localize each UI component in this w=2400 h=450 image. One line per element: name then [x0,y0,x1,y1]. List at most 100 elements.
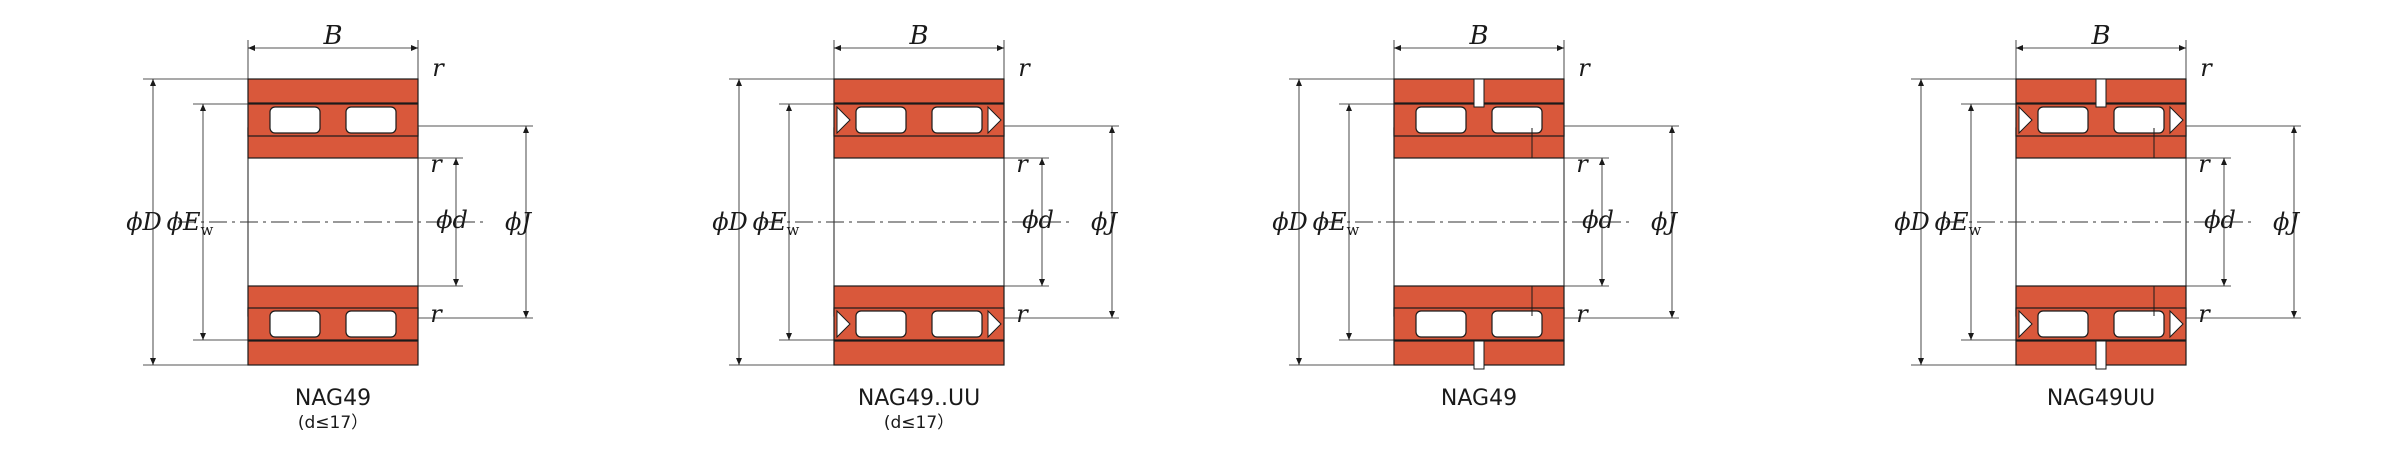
roller-1 [855,310,907,338]
dim-outer-diameter-arrow-top [1918,79,1924,86]
dim-outer-diameter-arrow-bottom [1918,358,1924,365]
dim-roller-diameter-arrow-bottom [786,333,792,340]
roller-diameter-label: ϕEw [753,208,800,239]
dim-bore-diameter-arrow-bottom [1039,279,1045,286]
dim-shoulder-diameter-arrow-bottom [523,311,529,318]
bore-diameter-label: ϕd [1582,206,1614,234]
dim-width-arrow-right [997,45,1004,51]
roller-diameter-label: ϕEw [1313,208,1360,239]
dim-shoulder-diameter-arrow-top [2291,126,2297,133]
dim-bore-diameter-arrow-top [453,158,459,165]
dim-shoulder-diameter-arrow-bottom [1109,311,1115,318]
outer-ring [247,340,419,366]
fillet-label-lower: r [2198,300,2211,328]
dim-bore-diameter-arrow-top [1039,158,1045,165]
dim-shoulder-diameter-arrow-top [1109,126,1115,133]
fillet-label-top: r [1578,54,1591,82]
roller-1 [1415,106,1467,134]
seal-2 [2169,105,2184,135]
fillet-label-inner: r [1576,150,1589,178]
dim-roller-diameter-arrow-top [1968,104,1974,111]
dim-width-arrow-left [1394,45,1401,51]
bore-diameter-label: ϕd [2204,206,2236,234]
dim-outer-diameter-arrow-bottom [1296,358,1302,365]
fillet-label-inner: r [430,150,443,178]
dim-roller-diameter-arrow-bottom [1968,333,1974,340]
seal-1 [2018,105,2033,135]
dim-outer-diameter-arrow-top [1296,79,1302,86]
dim-shoulder-diameter-arrow-top [523,126,529,133]
dim-roller-diameter-arrow-bottom [1346,333,1352,340]
shoulder-diameter-label: ϕJ [2273,208,2300,236]
dim-roller-diameter-arrow-top [786,104,792,111]
roller-1 [269,106,321,134]
outer-ring [833,340,1005,366]
dim-width-arrow-left [834,45,841,51]
dim-outer-diameter-arrow-top [736,79,742,86]
shoulder-diameter-label: ϕJ [1091,208,1118,236]
roller-diameter-label: ϕEw [167,208,214,239]
seal-1 [2018,309,2033,339]
fillet-label-lower: r [1576,300,1589,328]
roller-1 [855,106,907,134]
dim-outer-diameter-arrow-top [150,79,156,86]
dim-outer-diameter-arrow-bottom [736,358,742,365]
shoulder-diameter-label: ϕJ [505,208,532,236]
dim-bore-diameter-arrow-bottom [453,279,459,286]
roller-2 [931,310,983,338]
fillet-label-top: r [1018,54,1031,82]
outer-ring [247,78,419,104]
width-label: B [2090,21,2110,51]
roller-2 [1491,310,1543,338]
outer-ring [833,78,1005,104]
roller-2 [1491,106,1543,134]
dim-roller-diameter-arrow-bottom [200,333,206,340]
dim-roller-diameter-arrow-top [1346,104,1352,111]
outer-diameter-label: ϕD [1894,208,1930,236]
roller-2 [345,310,397,338]
roller-1 [2037,106,2089,134]
split-groove [2095,78,2107,108]
outer-diameter-label: ϕD [712,208,748,236]
roller-2 [2113,106,2165,134]
dim-bore-diameter-arrow-bottom [2221,279,2227,286]
seal-2 [987,309,1002,339]
roller-1 [269,310,321,338]
seal-2 [2169,309,2184,339]
roller-diameter-label: ϕEw [1935,208,1982,239]
bore-diameter-label: ϕd [436,206,468,234]
width-label: B [322,21,342,51]
seal-1 [836,309,851,339]
dim-shoulder-diameter-arrow-bottom [1669,311,1675,318]
dim-bore-diameter-arrow-top [1599,158,1605,165]
roller-diameter-label-subscript: w [201,221,214,239]
roller-diameter-label-subscript: w [1347,221,1360,239]
width-label: B [1468,21,1488,51]
roller-1 [2037,310,2089,338]
shoulder-diameter-label: ϕJ [1651,208,1678,236]
fillet-label-inner: r [1016,150,1029,178]
roller-1 [1415,310,1467,338]
roller-2 [2113,310,2165,338]
fillet-label-inner: r [2198,150,2211,178]
fillet-label-top: r [2200,54,2213,82]
figure-note: (d≤17） [884,413,954,433]
dim-width-arrow-right [411,45,418,51]
fillet-label-lower: r [1016,300,1029,328]
seal-2 [987,105,1002,135]
dim-shoulder-diameter-arrow-top [1669,126,1675,133]
figure-caption: NAG49UU [2047,386,2155,411]
dim-bore-diameter-arrow-bottom [1599,279,1605,286]
figure-caption: NAG49 [1441,386,1517,411]
outer-diameter-label: ϕD [126,208,162,236]
dim-outer-diameter-arrow-bottom [150,358,156,365]
roller-2 [931,106,983,134]
fillet-label-lower: r [430,300,443,328]
dim-shoulder-diameter-arrow-bottom [2291,311,2297,318]
dim-width-arrow-right [1557,45,1564,51]
